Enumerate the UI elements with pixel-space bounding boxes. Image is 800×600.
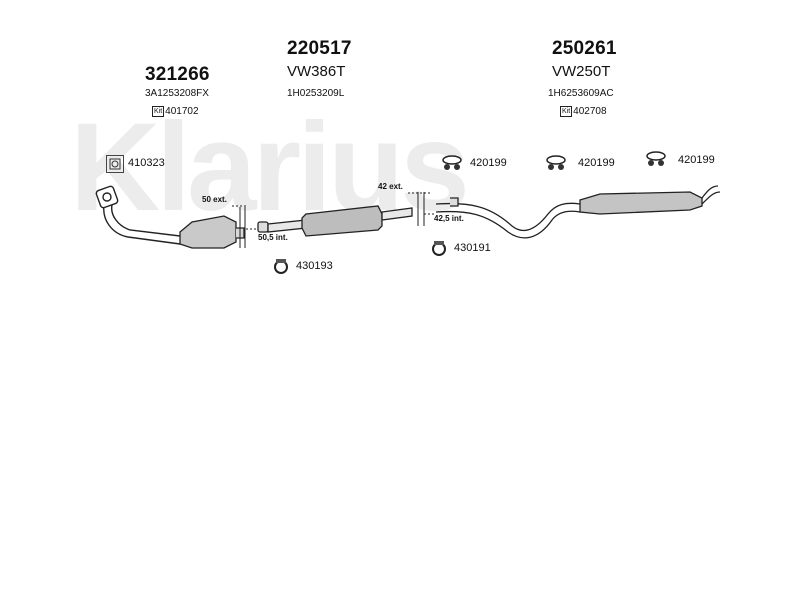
watermark-text: Klarius: [70, 110, 466, 220]
rubber-hanger-icon: [644, 150, 668, 173]
part-number-250261: 250261: [552, 38, 617, 59]
model-code: VW250T: [552, 63, 611, 80]
dimension-label-50-5-int: 50,5 int.: [258, 233, 288, 242]
gasket-part-number: 410323: [128, 157, 165, 169]
catalytic-converter: [179, 215, 245, 249]
hanger-part-number-3: 420199: [678, 154, 715, 166]
joint-1: [232, 205, 256, 248]
clamp-part-number-2: 430191: [454, 242, 491, 254]
hanger-part-number-2: 420199: [578, 157, 615, 169]
part-number-220517: 220517: [287, 38, 352, 59]
clamp-icon: [430, 240, 448, 261]
kit-label: Kit: [560, 106, 573, 117]
dimension-label-42-5-int: 42,5 int.: [434, 214, 464, 223]
clamp-icon: [272, 258, 290, 279]
clamp-part-number-1: 430193: [296, 260, 333, 272]
watermark-svg: Klarius: [70, 110, 470, 220]
part-number-321266: 321266: [145, 64, 210, 85]
oe-reference: 3A1253208FX: [145, 88, 209, 99]
klarius-watermark: Klarius: [70, 110, 750, 220]
kit-reference: Kit 401702: [152, 106, 199, 117]
oe-reference: 1H0253209L: [287, 88, 345, 99]
gasket-icon: [106, 155, 124, 173]
oe-reference: 1H6253609AC: [548, 88, 614, 99]
rubber-hanger-icon: [544, 154, 568, 177]
kit-label: Kit: [152, 106, 165, 117]
front-pipe: [95, 185, 181, 245]
dimension-label-50-ext: 50 ext.: [202, 195, 227, 204]
centre-section: [257, 205, 413, 237]
joint-2: [408, 192, 436, 226]
dimension-label-42-ext: 42 ext.: [378, 182, 403, 191]
rear-section: [435, 185, 721, 239]
rubber-hanger-icon: [440, 154, 464, 177]
hanger-part-number-1: 420199: [470, 157, 507, 169]
kit-number: 402708: [573, 106, 607, 117]
kit-number: 401702: [165, 106, 199, 117]
kit-reference: Kit 402708: [560, 106, 607, 117]
model-code: VW386T: [287, 63, 346, 80]
